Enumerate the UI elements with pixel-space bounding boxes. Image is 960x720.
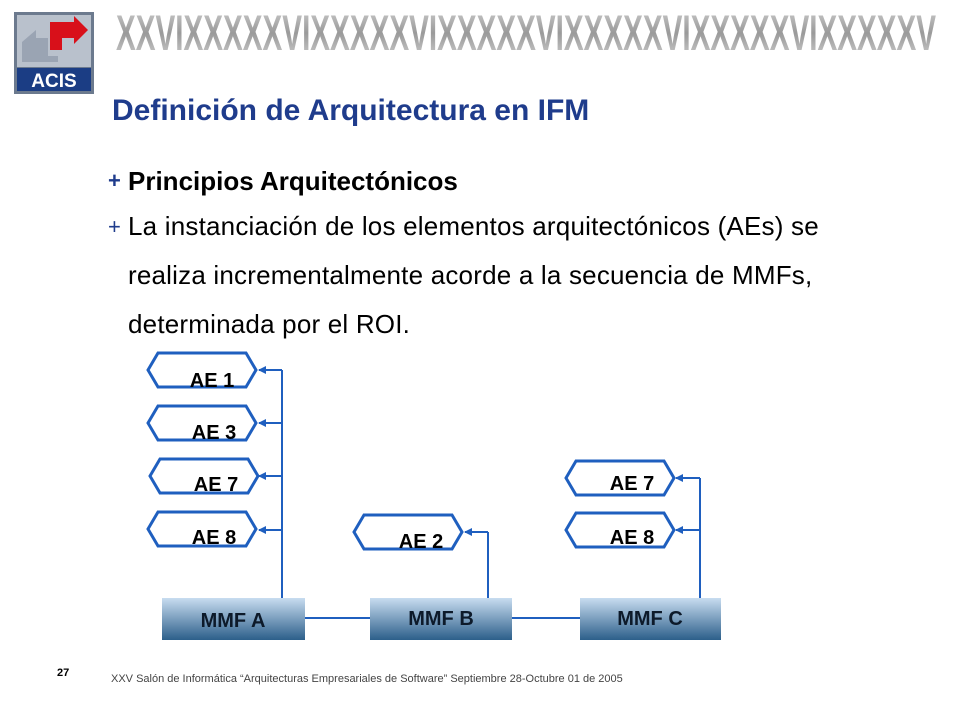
ae-label: AE 8 (192, 527, 236, 549)
ae-node: AE 7 (148, 457, 260, 496)
mmf-box: MMF B (370, 598, 512, 640)
mmf-box: MMF A (162, 598, 305, 640)
ae-label: AE 7 (194, 474, 238, 496)
mmf-label: MMF C (617, 608, 683, 630)
slide-title: Definición de Arquitectura en IFM (112, 94, 590, 127)
footer-text: XXV Salón de Informática “Arquitecturas … (111, 673, 623, 685)
ae-label: AE 8 (610, 527, 654, 549)
bullet-text: La instanciación de los elementos arquit… (128, 211, 819, 339)
architecture-diagram: AE 1 AE 3 AE 7 AE 8 AE 2 AE 7 AE 8 MMF A… (146, 351, 721, 640)
mmf-box: MMF C (580, 598, 721, 640)
bullet-list: + Principios Arquitectónicos + La instan… (108, 160, 868, 349)
logo-text: ACIS (31, 71, 76, 92)
mmf-label: MMF A (201, 610, 266, 632)
plus-bullet-icon: + (108, 168, 121, 193)
bullet-text: Principios Arquitectónicos (128, 166, 458, 196)
ae-node: AE 8 (564, 511, 676, 549)
bullet-item: + La instanciación de los elementos arqu… (108, 202, 868, 349)
acis-logo: ACIS (14, 12, 94, 94)
ae-node: AE 8 (146, 510, 258, 549)
banner-text: XXVIXXXXXVIXXXXXVIXXXXXVIXXXXXVIXXXXXVIX… (116, 5, 936, 58)
ae-node: AE 7 (564, 459, 676, 497)
plus-bullet-icon: + (108, 214, 122, 239)
ae-label: AE 7 (610, 473, 654, 495)
page-number: 27 (57, 667, 70, 679)
ae-node: AE 2 (352, 513, 464, 553)
bullet-item: + Principios Arquitectónicos (108, 160, 868, 202)
ae-node: AE 1 (146, 351, 258, 392)
header-banner: XXVIXXXXXVIXXXXXVIXXXXXVIXXXXXVIXXXXXVIX… (116, 5, 936, 58)
mmf-label: MMF B (408, 608, 474, 630)
ae-node: AE 3 (146, 404, 258, 444)
ae-label: AE 3 (192, 422, 236, 444)
ae-label: AE 1 (190, 370, 234, 392)
ae-label: AE 2 (399, 531, 443, 553)
